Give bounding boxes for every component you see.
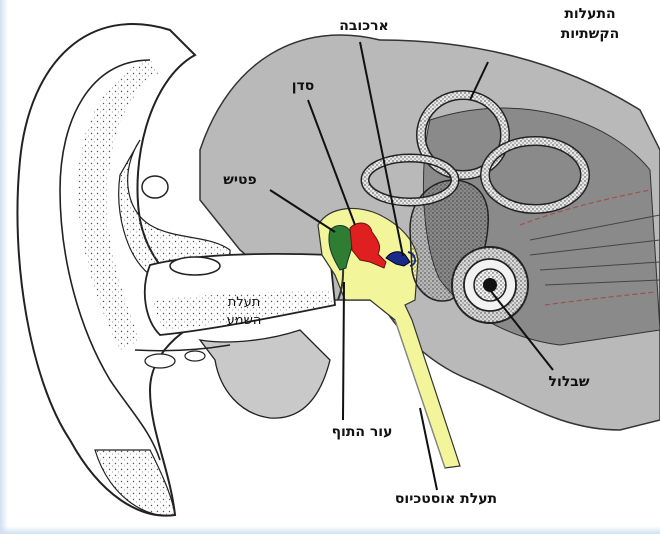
- label-cochlea: שבלול: [549, 374, 590, 390]
- label-stapes: ארכובה: [339, 18, 389, 34]
- cochlea: [452, 247, 528, 323]
- label-incus: סדן: [292, 78, 315, 94]
- label-eustachian-tube: תעלת אוסטכיוס: [395, 491, 497, 507]
- tragus-hole: [142, 176, 168, 198]
- label-ear-canal-2: השמע: [227, 313, 262, 328]
- label-eardrum: עור התוף: [332, 424, 393, 440]
- lower-jaw-bone: [200, 330, 330, 418]
- cartilage-oval: [170, 257, 220, 275]
- label-semicircular-canals-2: הקשתיות: [561, 26, 620, 42]
- leader-eardrum: [343, 282, 344, 420]
- label-malleus: פטיש: [223, 172, 256, 188]
- small-oval-lower: [145, 354, 175, 368]
- label-ear-canal-1: תעלת: [228, 295, 261, 310]
- label-semicircular-canals-1: התעלות: [564, 6, 615, 22]
- small-oval-lower-2: [185, 351, 205, 361]
